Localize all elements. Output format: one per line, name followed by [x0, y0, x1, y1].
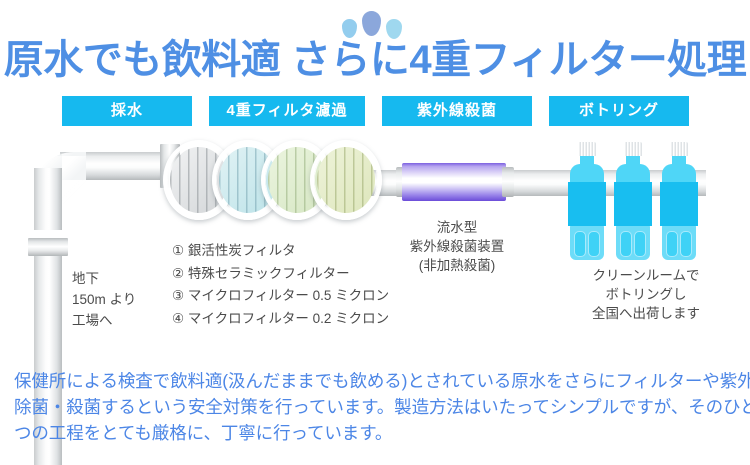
filter-list-item-1: ① 銀活性炭フィルタ: [172, 243, 296, 258]
bottle-foot-right: [680, 231, 692, 257]
intake-note-line-3: 工場へ: [72, 313, 113, 328]
bottle-neck: [672, 156, 686, 166]
filter-list: ① 銀活性炭フィルタ ② 特殊セラミックフィルター ③ マイクロフィルター 0.…: [172, 240, 389, 330]
uv-device-outlet: [502, 167, 514, 197]
uv-sterilizer-device: [402, 163, 506, 201]
tab-quad-filter[interactable]: 4重フィルタ濾過: [209, 96, 365, 126]
bottle-foot-right: [634, 231, 646, 257]
pipe-vertical-well: [34, 248, 62, 465]
tab-intake[interactable]: 採水: [62, 96, 192, 126]
uv-note: 流水型 紫外線殺菌装置 (非加熱殺菌): [396, 218, 518, 275]
process-step-tabs: 採水 4重フィルタ濾過 紫外線殺菌 ボトリング: [0, 96, 750, 126]
summary-line-1: 保健所による検査で飲料適(汲んだままでも飲める)とされている原水をさらにフィルタ…: [14, 371, 750, 391]
bottle-cap-icon: [624, 142, 642, 156]
filter-disc-4: [310, 140, 382, 220]
summary-paragraph: 保健所による検査で飲料適(汲んだままでも飲める)とされている原水をさらにフィルタ…: [14, 368, 750, 446]
bottle-shoulder: [570, 164, 604, 186]
filter-list-item-4: ④ マイクロフィルター 0.2 ミクロン: [172, 310, 390, 326]
bottle-foot-left: [620, 231, 632, 257]
tab-uv-sterilization[interactable]: 紫外線殺菌: [382, 96, 532, 126]
summary-line-3: つの工程をとても厳格に、丁寧に行っています。: [14, 423, 393, 443]
bottling-note: クリーンルームで ボトリングし 全国へ出荷します: [566, 266, 726, 323]
intake-note-line-1: 地下: [72, 271, 99, 286]
bottle-foot-left: [574, 231, 586, 257]
uv-note-line-2: 紫外線殺菌装置: [409, 239, 505, 254]
bottle-cap-icon: [670, 142, 688, 156]
water-bottle-1: [566, 142, 608, 260]
bottle-label: [660, 182, 698, 226]
uv-note-line-1: 流水型: [436, 220, 478, 235]
intake-note-line-2: 150m より: [72, 292, 137, 307]
bottle-label: [568, 182, 606, 226]
bottle-foot-right: [588, 231, 600, 257]
uv-note-line-3: (非加熱殺菌): [418, 258, 496, 273]
intake-note: 地下 150m より 工場へ: [72, 268, 136, 331]
bottle-label: [614, 182, 652, 226]
filter-list-item-2: ② 特殊セラミックフィルター: [172, 265, 350, 281]
bottling-note-line-3: 全国へ出荷します: [592, 306, 700, 321]
pipe-vertical-upper: [34, 168, 62, 230]
bottling-note-line-2: ボトリングし: [605, 287, 687, 302]
pipe-collar-lower: [28, 238, 68, 256]
water-bottle-2: [612, 142, 654, 260]
bottling-note-line-1: クリーンルームで: [592, 268, 700, 283]
water-bottle-3: [658, 142, 700, 260]
bottle-neck: [626, 156, 640, 166]
bottle-foot-left: [666, 231, 678, 257]
bottle-shoulder: [662, 164, 696, 186]
filter-disc-4-media: [317, 147, 375, 213]
page-title: 原水でも飲料適 さらに4重フィルター処理: [3, 38, 747, 82]
water-drop-large-center-icon: [362, 11, 381, 36]
summary-line-2: 除菌・殺菌するという安全対策を行っています。製造方法はいたってシンプルですが、そ…: [14, 397, 750, 417]
bottle-shoulder: [616, 164, 650, 186]
bottle-cap-icon: [578, 142, 596, 156]
tab-bottling[interactable]: ボトリング: [549, 96, 689, 126]
filter-list-item-3: ③ マイクロフィルター 0.5 ミクロン: [172, 288, 390, 303]
process-diagram: 地下 150m より 工場へ ① 銀活性炭フィルタ ② 特殊セラミックフィルター…: [0, 130, 750, 465]
bottle-neck: [580, 156, 594, 166]
